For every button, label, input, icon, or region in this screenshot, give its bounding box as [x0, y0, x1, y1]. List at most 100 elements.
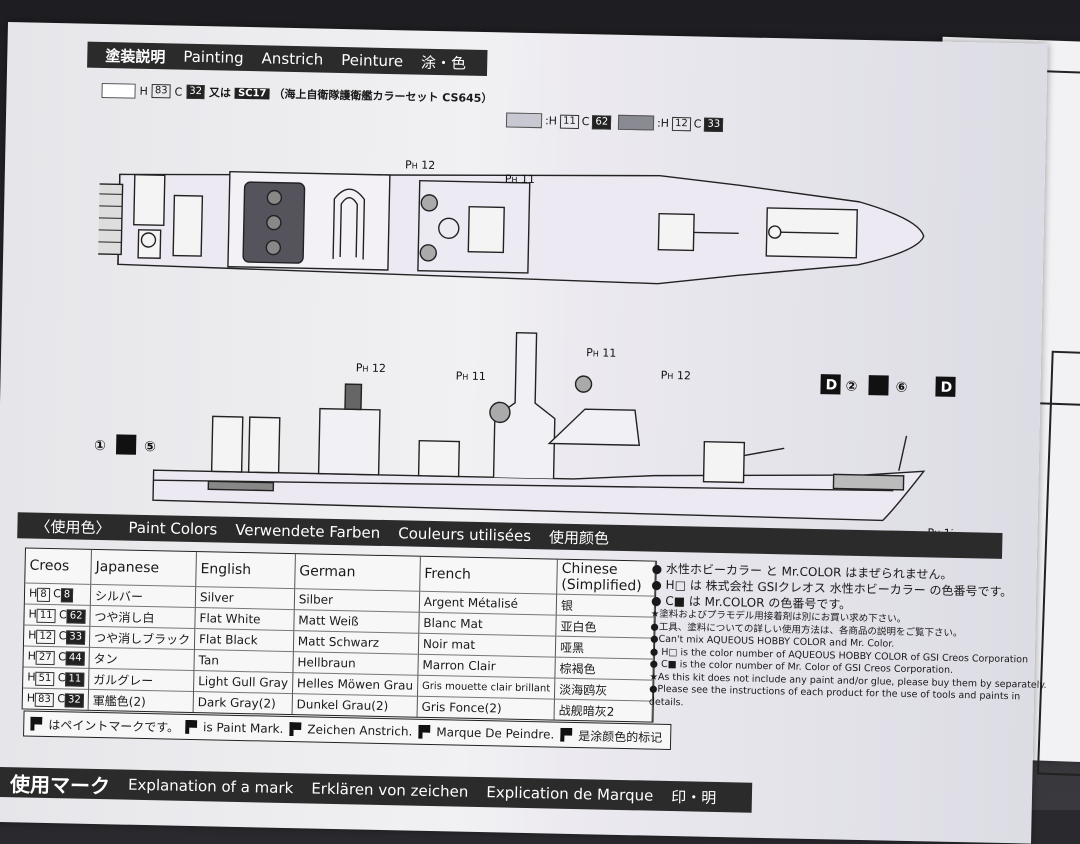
color-japanese: タン: [88, 647, 195, 671]
color-japanese: 軍艦色(2): [88, 689, 194, 713]
header-cn: 涂・色: [420, 53, 467, 73]
mark-fr: Explication de Marque: [486, 783, 654, 805]
paint-code-11: 11: [472, 370, 486, 383]
color-japanese: シルバー: [90, 584, 196, 608]
svg-text:PH 12: PH 12: [661, 369, 691, 383]
legend-h-code: 83: [151, 84, 171, 99]
paint-mark-icon: [289, 722, 301, 736]
legend2-h-code: 11: [559, 114, 579, 129]
color-legend-2: :H 11 C 62: [505, 112, 612, 130]
colors-band-cn: 使用颜色: [548, 527, 610, 548]
paint-mark-icon: [418, 725, 430, 739]
col-chinese: Chinese (Simplified): [556, 559, 656, 597]
colors-band-jp: 〈使用色〉: [35, 517, 111, 537]
color-chinese: 亚白色: [555, 615, 655, 639]
gun-side: [702, 440, 746, 484]
legend-or: 又は: [208, 86, 232, 100]
paint-mark-fr: Marque De Peindre.: [436, 725, 555, 742]
legend3-c-code: 33: [704, 117, 724, 132]
color-chinese: 淡海鸥灰: [554, 678, 653, 702]
ship-diagram: PH 12 PH 11 PH 12 PH 11 PH 11 PH 12 PH 1…: [92, 158, 958, 540]
legend-c-code: 32: [186, 84, 206, 100]
color-japanese: つや消し白: [89, 605, 196, 629]
color-german: Silber: [294, 588, 420, 613]
legend-h: H: [139, 84, 149, 98]
svg-text:PH 11: PH 11: [586, 346, 616, 360]
svg-text:PH 11: PH 11: [505, 172, 535, 186]
color-french: Marron Clair: [417, 654, 556, 679]
paint-code-11: 11: [521, 173, 535, 186]
bow-icon: [868, 375, 889, 396]
color-chinese: 战舰暗灰2: [554, 699, 653, 722]
paint-mark-h: H: [462, 373, 468, 382]
legend-sc-desc: （海上自衛隊護衛艦カラーセット CS645）: [273, 87, 493, 106]
col-german: German: [294, 554, 421, 592]
paint-code-12: 12: [372, 362, 386, 375]
color-english: Flat Black: [194, 628, 294, 652]
paint-mark-en: is Paint Mark.: [202, 720, 284, 736]
instruction-sheet: 塗装説明 Painting Anstrich Peinture 涂・色 H 83…: [0, 22, 1048, 844]
color-french: Noir mat: [418, 633, 556, 658]
gear-icon: [140, 232, 157, 248]
decal-marker: D: [825, 377, 837, 393]
color-german: Hellbraun: [292, 651, 419, 676]
color-french: Gris Fonce(2): [416, 696, 555, 720]
paint-mark-jp: はペイントマークです。: [48, 717, 180, 735]
paint-mark-label: P: [505, 172, 512, 185]
swatch-light: [505, 112, 543, 129]
legend-sc-code: SC17: [234, 87, 270, 99]
color-german: Helles Möwen Grau: [292, 672, 418, 697]
header-en: Painting: [183, 47, 244, 67]
main-gun-turret: [657, 212, 695, 252]
decal-step-5: ⑤: [144, 439, 156, 455]
header-fr: Peinture: [340, 50, 404, 71]
legend3-h-code: 12: [671, 116, 691, 131]
color-english: Light Gull Gray: [193, 670, 293, 694]
header-jp: 塗装説明: [105, 46, 166, 66]
svg-text:PH 12: PH 12: [405, 158, 435, 172]
colors-band-de: Verwendete Farben: [235, 520, 381, 542]
paint-code-11: 11: [602, 347, 616, 360]
paint-code-12: 12: [421, 159, 435, 172]
color-english: Dark Gray(2): [193, 691, 293, 715]
paint-mark-icon: [30, 717, 42, 731]
colors-band-fr: Couleurs utilisées: [398, 524, 532, 546]
radar-dome: [420, 194, 439, 212]
svg-text:PH 12: PH 12: [356, 361, 386, 375]
decal-step-6: ⑥: [895, 380, 907, 396]
paint-colors-table: Creos Japanese English German French Chi…: [21, 547, 657, 723]
color-german: Dunkel Grau(2): [291, 693, 418, 717]
color-french: Gris mouette clair brillant: [417, 675, 555, 700]
paint-mark-h: H: [667, 372, 673, 381]
color-japanese: つや消しブラック: [89, 626, 195, 650]
color-french: Blanc Mat: [418, 612, 557, 637]
color-english: Tan: [193, 649, 294, 673]
decal-step-1: ①: [94, 438, 106, 454]
col-english: English: [195, 552, 296, 589]
color-chinese: 棕褐色: [554, 657, 654, 681]
color-legend-main: H 83 C 32 又は SC17 （海上自衛隊護衛艦カラーセット CS645）: [101, 82, 493, 106]
col-creos: Creos: [25, 548, 92, 585]
color-legend-3: :H 12 C 33: [617, 114, 724, 132]
mark-cn: 印・明: [671, 787, 717, 807]
mark-en: Explanation of a mark: [127, 775, 294, 798]
color-japanese: ガルグレー: [88, 668, 194, 692]
paint-mark-cn: 是涂颜色的标记: [578, 728, 663, 745]
decal-marker: D: [940, 380, 952, 396]
paint-mark-label: P: [456, 369, 463, 382]
paint-mark-label: P: [405, 158, 412, 171]
color-german: Matt Weiß: [293, 609, 420, 634]
decal-step-2: ②: [845, 379, 857, 395]
mark-de: Erklären von zeichen: [311, 779, 469, 801]
svg-text:PH 11: PH 11: [456, 369, 486, 383]
legend-c: C: [174, 85, 183, 99]
swatch-main: [101, 82, 136, 99]
mark-explanation-header: 使用マーク Explanation of a mark Erklären von…: [0, 766, 753, 813]
col-french: French: [419, 556, 558, 595]
paint-mark-label: P: [586, 346, 593, 359]
